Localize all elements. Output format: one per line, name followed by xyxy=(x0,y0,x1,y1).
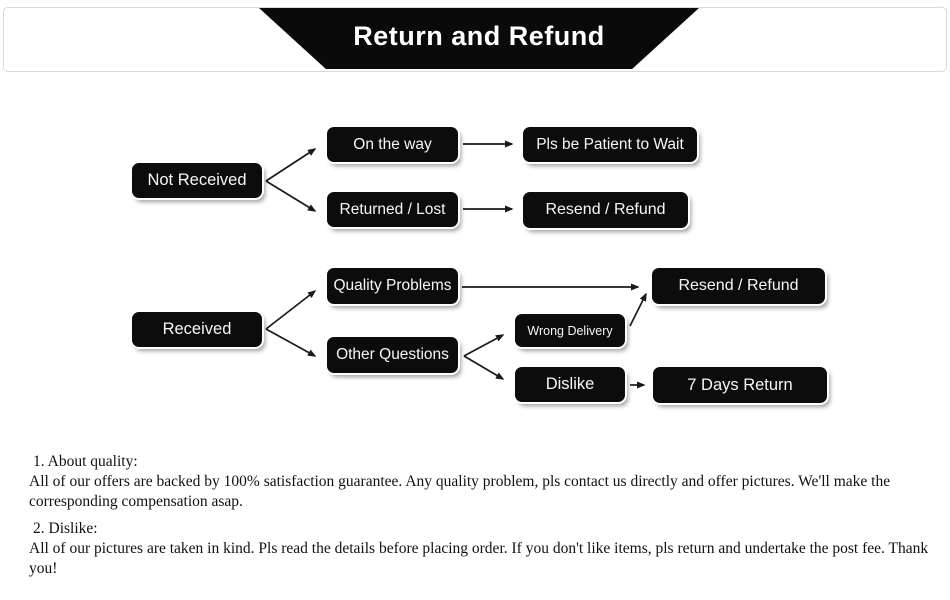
note-2-body: All of our pictures are taken in kind. P… xyxy=(29,540,929,577)
flow-node-resend-refund-2: Resend / Refund xyxy=(652,268,825,304)
flow-node-wrong-delivery: Wrong Delivery xyxy=(515,314,625,347)
flow-node-resend-refund-1: Resend / Refund xyxy=(523,192,688,228)
flow-node-returned-lost: Returned / Lost xyxy=(327,192,458,227)
flow-node-dislike: Dislike xyxy=(515,367,625,402)
flow-node-other-questions: Other Questions xyxy=(327,337,458,373)
flow-node-quality-problems: Quality Problems xyxy=(327,268,458,304)
arrow-received-quality xyxy=(265,290,317,330)
arrow-received-other xyxy=(265,328,317,357)
flow-node-pls-be-patient: Pls be Patient to Wait xyxy=(523,127,697,162)
title-banner: Return and Refund xyxy=(259,8,699,69)
flow-node-not-received: Not Received xyxy=(132,163,262,198)
notes-section: 1. About quality: All of our offers are … xyxy=(0,452,950,586)
note-1-heading: 1. About quality: xyxy=(33,453,138,470)
page-title: Return and Refund xyxy=(353,21,605,51)
flow-node-7-days-return: 7 Days Return xyxy=(653,367,827,403)
arrow-other-dislike xyxy=(463,355,505,380)
arrow-other-wrongdelivery xyxy=(463,334,505,357)
arrow-notreceived-returnedlost xyxy=(265,180,317,212)
arrow-wrongdelivery-resend xyxy=(629,292,647,327)
flow-node-on-the-way: On the way xyxy=(327,127,458,162)
note-1-body: All of our offers are backed by 100% sat… xyxy=(29,473,891,510)
arrow-notreceived-ontheway xyxy=(265,148,317,182)
header-panel: Return and Refund xyxy=(3,7,947,72)
note-2-heading: 2. Dislike: xyxy=(33,520,98,537)
flow-node-received: Received xyxy=(132,312,262,347)
